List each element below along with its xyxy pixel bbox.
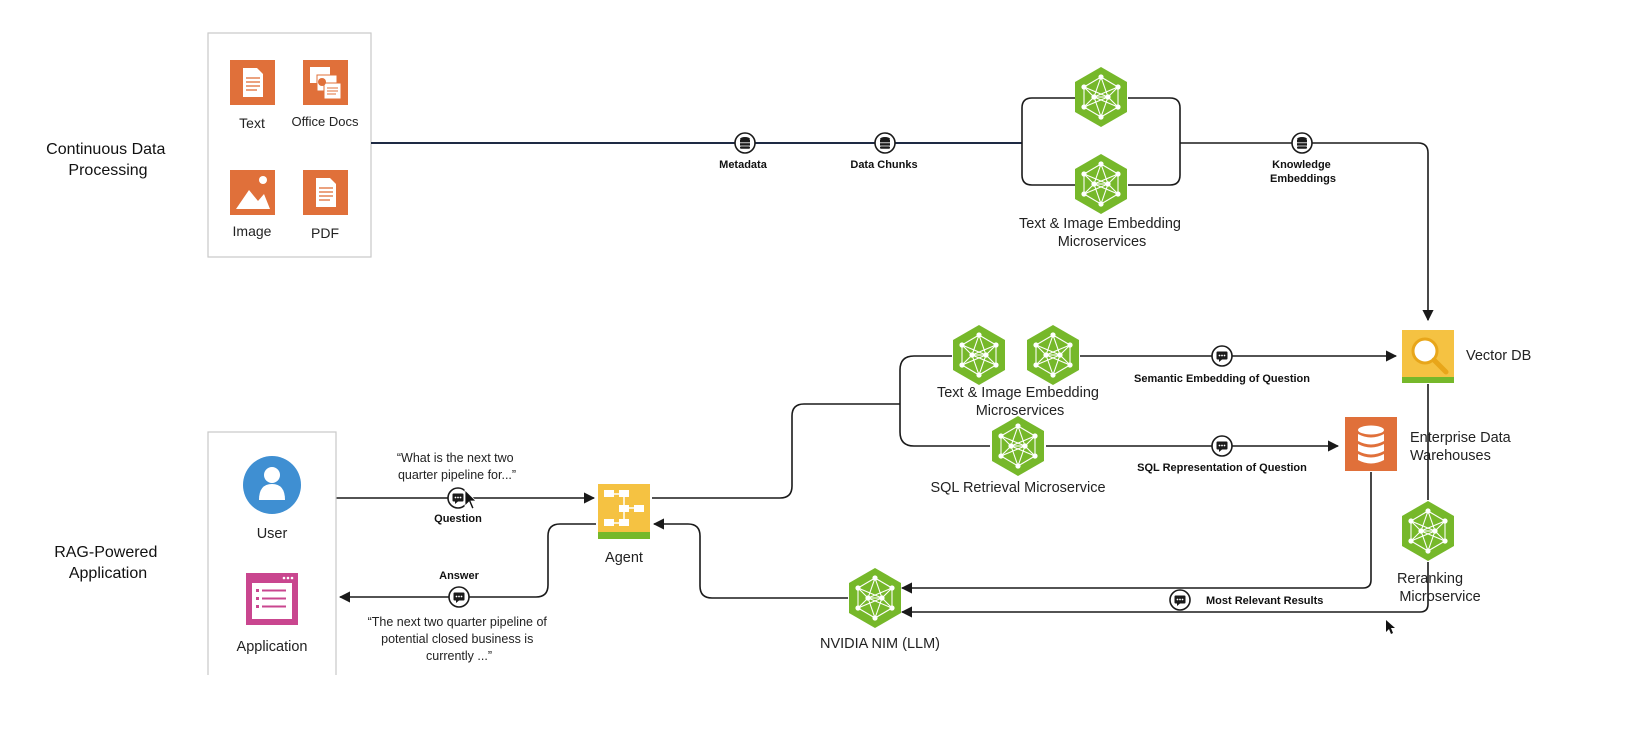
ingestion-wires xyxy=(371,97,1434,322)
text-source-label: Text xyxy=(239,115,265,131)
image-icon xyxy=(230,170,275,215)
enterprise-warehouse-label: Enterprise Data Warehouses xyxy=(1410,430,1515,464)
sql-retrieval-microservice-label: SQL Retrieval Microservice xyxy=(930,480,1105,496)
question-quote: “What is the next two quarter pipeline f… xyxy=(397,451,517,482)
pdf-source-label: PDF xyxy=(311,225,339,241)
chat-bubble-icon xyxy=(1169,589,1191,611)
vector-db-label: Vector DB xyxy=(1466,348,1531,364)
edge-label-metadata: Metadata xyxy=(719,159,768,171)
office-docs-icon xyxy=(303,60,348,105)
nvidia-nim-label: NVIDIA NIM (LLM) xyxy=(820,636,940,652)
edge-label-sql-representation: SQL Representation of Question xyxy=(1137,462,1307,474)
chat-bubble-icon xyxy=(448,586,470,608)
user-node: User xyxy=(243,456,301,542)
office-docs-source-label: Office Docs xyxy=(292,114,359,129)
section-label-processing: Continuous Data Processing xyxy=(46,141,170,179)
agent-node: Agent xyxy=(598,484,650,566)
reranking-microservice-label: Reranking Microservice xyxy=(1397,571,1481,605)
metadata-database-icon xyxy=(734,132,756,154)
chat-bubble-icon xyxy=(1211,435,1233,457)
neural-network-icon xyxy=(952,324,1006,386)
edge-label-answer: Answer xyxy=(439,570,479,582)
image-source: Image xyxy=(230,170,275,239)
vector-db-node: Vector DB xyxy=(1402,330,1531,383)
neural-network-icon xyxy=(1026,324,1080,386)
knowledge-embeddings-database-icon xyxy=(1291,132,1313,154)
user-label: User xyxy=(257,526,288,542)
list-window-icon xyxy=(246,573,298,625)
application-node: Application xyxy=(237,573,308,655)
text-source: Text xyxy=(230,60,275,131)
edge-label-question: Question xyxy=(434,513,482,525)
data-chunks-database-icon xyxy=(874,132,896,154)
person-icon xyxy=(243,456,301,514)
application-label: Application xyxy=(237,639,308,655)
retrieval-wires xyxy=(336,350,1429,618)
edge-label-semantic-embedding: Semantic Embedding of Question xyxy=(1134,373,1310,385)
answer-quote: “The next two quarter pipeline of potent… xyxy=(368,615,551,663)
office-docs-source: Office Docs xyxy=(292,60,359,129)
pdf-source: PDF xyxy=(303,170,348,241)
agent-label: Agent xyxy=(605,550,643,566)
section-label-rag: RAG-Powered Application xyxy=(54,544,162,582)
neural-network-icon xyxy=(1074,66,1128,128)
database-cylinder-icon xyxy=(1345,417,1397,471)
mouse-cursor-icon xyxy=(464,489,477,510)
data-sources-panel: Text Office Docs Image xyxy=(207,32,372,258)
image-source-label: Image xyxy=(233,223,272,239)
edge-label-data-chunks: Data Chunks xyxy=(850,159,917,171)
embedding-microservices-top-label: Text & Image Embedding Microservices xyxy=(1019,216,1185,250)
magnifier-icon xyxy=(1402,330,1454,383)
edge-label-most-relevant-results: Most Relevant Results xyxy=(1206,595,1323,607)
embedding-microservices-mid-label: Text & Image Embedding Microservices xyxy=(937,385,1103,419)
text-document-icon xyxy=(230,60,275,105)
mouse-cursor-icon xyxy=(1386,620,1395,634)
edge-label-knowledge-embeddings: Knowledge Embeddings xyxy=(1270,159,1336,185)
neural-network-icon xyxy=(1401,500,1455,562)
neural-network-icon xyxy=(991,415,1045,477)
enterprise-warehouse-node: Enterprise Data Warehouses xyxy=(1345,417,1515,471)
workflow-icon xyxy=(598,484,650,539)
neural-network-icon xyxy=(848,567,902,629)
pdf-icon xyxy=(303,170,348,215)
chat-bubble-icon xyxy=(1211,345,1233,367)
user-application-panel: User Application xyxy=(207,431,337,675)
neural-network-icon xyxy=(1074,153,1128,215)
